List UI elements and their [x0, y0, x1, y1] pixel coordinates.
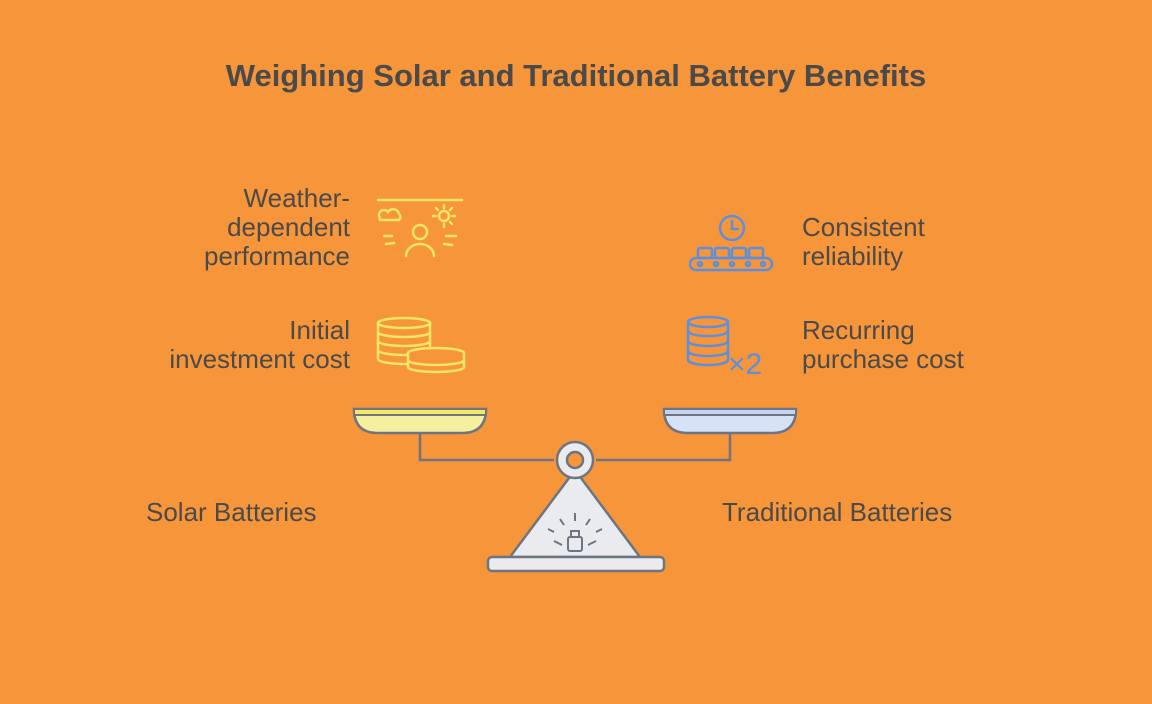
- traditional-pan-rim: [663, 408, 797, 416]
- solar-pan-rim: [353, 408, 487, 416]
- solar-batteries-label: Solar Batteries: [146, 497, 317, 527]
- solar-point-weather-line3: performance: [204, 241, 350, 271]
- stand-emblem-icon: [547, 513, 603, 552]
- clock-conveyor-icon: [688, 214, 774, 272]
- traditional-point-reliability-line1: Consistent: [802, 212, 925, 242]
- scale-base: [486, 555, 666, 573]
- traditional-point-reliability: Consistent reliability: [802, 213, 1102, 271]
- traditional-point-cost-line2: purchase cost: [802, 344, 964, 374]
- solar-point-weather-line2: dependent: [227, 212, 350, 242]
- coin-stack-x2-icon: ×2: [686, 315, 762, 378]
- solar-point-weather: Weather- dependent performance: [60, 184, 350, 271]
- coin-stacks-icon: [376, 316, 466, 374]
- traditional-point-cost-line1: Recurring: [802, 315, 915, 345]
- solar-point-cost-line2: investment cost: [169, 344, 350, 374]
- solar-point-cost-line1: Initial: [289, 315, 350, 345]
- traditional-batteries-label: Traditional Batteries: [722, 497, 953, 527]
- times-two-badge: ×2: [728, 348, 762, 378]
- solar-point-cost: Initial investment cost: [60, 316, 350, 374]
- traditional-point-cost: Recurring purchase cost: [802, 316, 1102, 374]
- diagram-title: Weighing Solar and Traditional Battery B…: [225, 58, 927, 93]
- traditional-point-reliability-line2: reliability: [802, 241, 904, 271]
- weather-person-icon: [376, 198, 464, 258]
- solar-point-weather-line1: Weather-: [243, 183, 350, 213]
- balance-scale-icon: [352, 407, 798, 573]
